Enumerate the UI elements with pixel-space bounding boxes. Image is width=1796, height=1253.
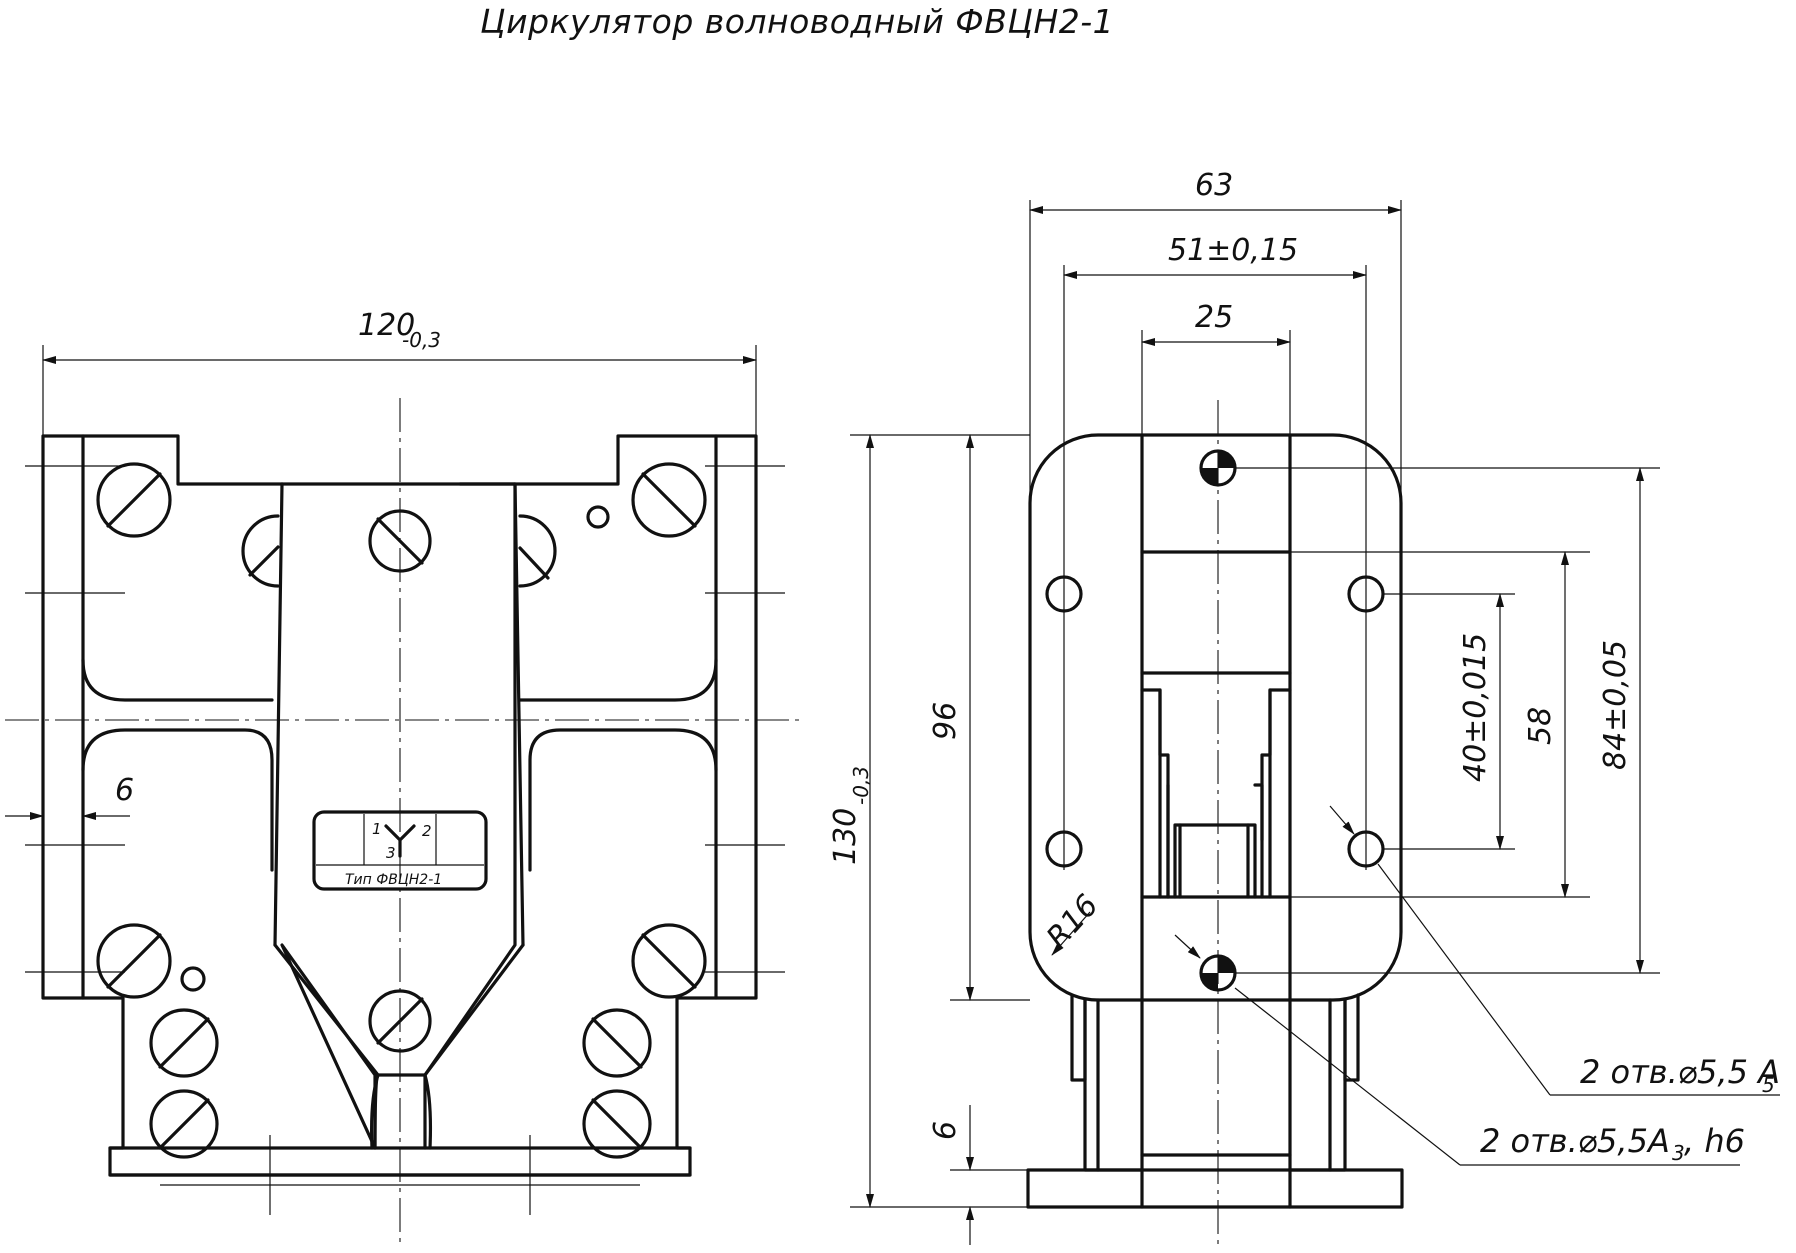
dim-40: 40±0,015	[1458, 593, 1504, 850]
screw-bottom-left-1	[149, 1008, 219, 1078]
dim-51: 51±0,15	[1063, 233, 1367, 279]
dim-r16: R16	[1040, 888, 1106, 956]
side-body	[1028, 433, 1403, 1002]
dim-96-value: 96	[928, 702, 963, 740]
left-flange	[41, 434, 85, 1000]
dim-63-value: 63	[1195, 168, 1233, 203]
note-a5-text: 2 отв.⌀5,5 A	[1580, 1053, 1780, 1091]
screw-bottom-right-2	[582, 1089, 652, 1159]
screw-top-right	[631, 462, 707, 538]
dim-6h-value: 6	[928, 1121, 963, 1140]
leader-a3: 2 отв.⌀5,5A 3 , h6	[1174, 934, 1745, 1166]
screw-top-center	[368, 509, 432, 573]
dim-wall-value: 6	[115, 773, 134, 808]
plate-port-2: 2	[422, 822, 432, 840]
plate-port-3: 3	[386, 844, 396, 862]
drawing-title: Циркулятор волноводный ФВЦН2-1	[480, 2, 1115, 41]
screw-bottom-right-1	[582, 1008, 652, 1078]
nameplate: 1 2 3 Тип ФВЦН2-1	[312, 810, 488, 891]
note-a3-tail: , h6	[1684, 1122, 1745, 1160]
pin-bottom	[1199, 954, 1237, 992]
dim-84: 84±0,05	[1598, 467, 1644, 974]
pin-low-left	[180, 966, 206, 992]
side-view: 63 51±0,15 25 130 -0,3	[828, 168, 1780, 1245]
dim-130-tolerance: -0,3	[849, 766, 873, 805]
screw-bottom-left-2	[149, 1089, 219, 1159]
note-a3-text: 2 отв.⌀5,5A	[1480, 1122, 1670, 1160]
front-view: 1 2 3 Тип ФВЦН2-1 120 -0,3 6	[5, 308, 800, 1245]
side-base	[1026, 993, 1404, 1209]
dim-width-120: 120 -0,3	[42, 308, 757, 436]
dim-58-value: 58	[1523, 707, 1558, 745]
dim-130-value: 130	[828, 808, 863, 865]
dim-r16-value: R16	[1040, 888, 1106, 955]
dim-40-value: 40±0,015	[1458, 633, 1493, 782]
screw-upper-left-half	[241, 514, 280, 588]
note-a3-sub: 3	[1672, 1141, 1685, 1165]
lower-right-pocket	[528, 728, 718, 872]
lower-left-pocket	[81, 728, 274, 872]
screw-top-left	[96, 462, 172, 538]
screw-low-right	[631, 923, 707, 999]
note-a5-sub: 5	[1762, 1073, 1775, 1097]
dim-84-value: 84±0,05	[1598, 640, 1633, 770]
screw-bottom-center	[368, 989, 432, 1053]
dim-130: 130 -0,3	[828, 434, 874, 1208]
upper-left-pocket	[81, 658, 274, 702]
plate-type-label: Тип ФВЦН2-1	[345, 872, 442, 888]
dim-25-value: 25	[1195, 300, 1233, 335]
dim-25: 25	[1141, 300, 1291, 346]
plate-port-1: 1	[372, 820, 382, 838]
dim-51-value: 51±0,15	[1168, 233, 1298, 268]
screw-upper-right-half	[518, 514, 557, 588]
pin-top	[1199, 449, 1237, 487]
upper-right-pocket	[518, 658, 718, 702]
dim-63: 63	[1029, 168, 1402, 214]
dim-width-tolerance: -0,3	[402, 328, 441, 352]
pin-top-right	[586, 505, 610, 529]
leader-a5: 2 отв.⌀5,5 A 5	[1329, 805, 1780, 1097]
dim-wall-6: 6	[5, 773, 134, 820]
right-flange	[714, 434, 758, 1000]
dim-width-value: 120	[358, 308, 415, 343]
internal-ferrite	[1140, 688, 1292, 899]
dim-6-height: 6	[928, 1105, 974, 1245]
dim-96: 96	[928, 434, 974, 1001]
screw-low-left	[96, 923, 172, 999]
dim-58: 58	[1523, 551, 1569, 898]
